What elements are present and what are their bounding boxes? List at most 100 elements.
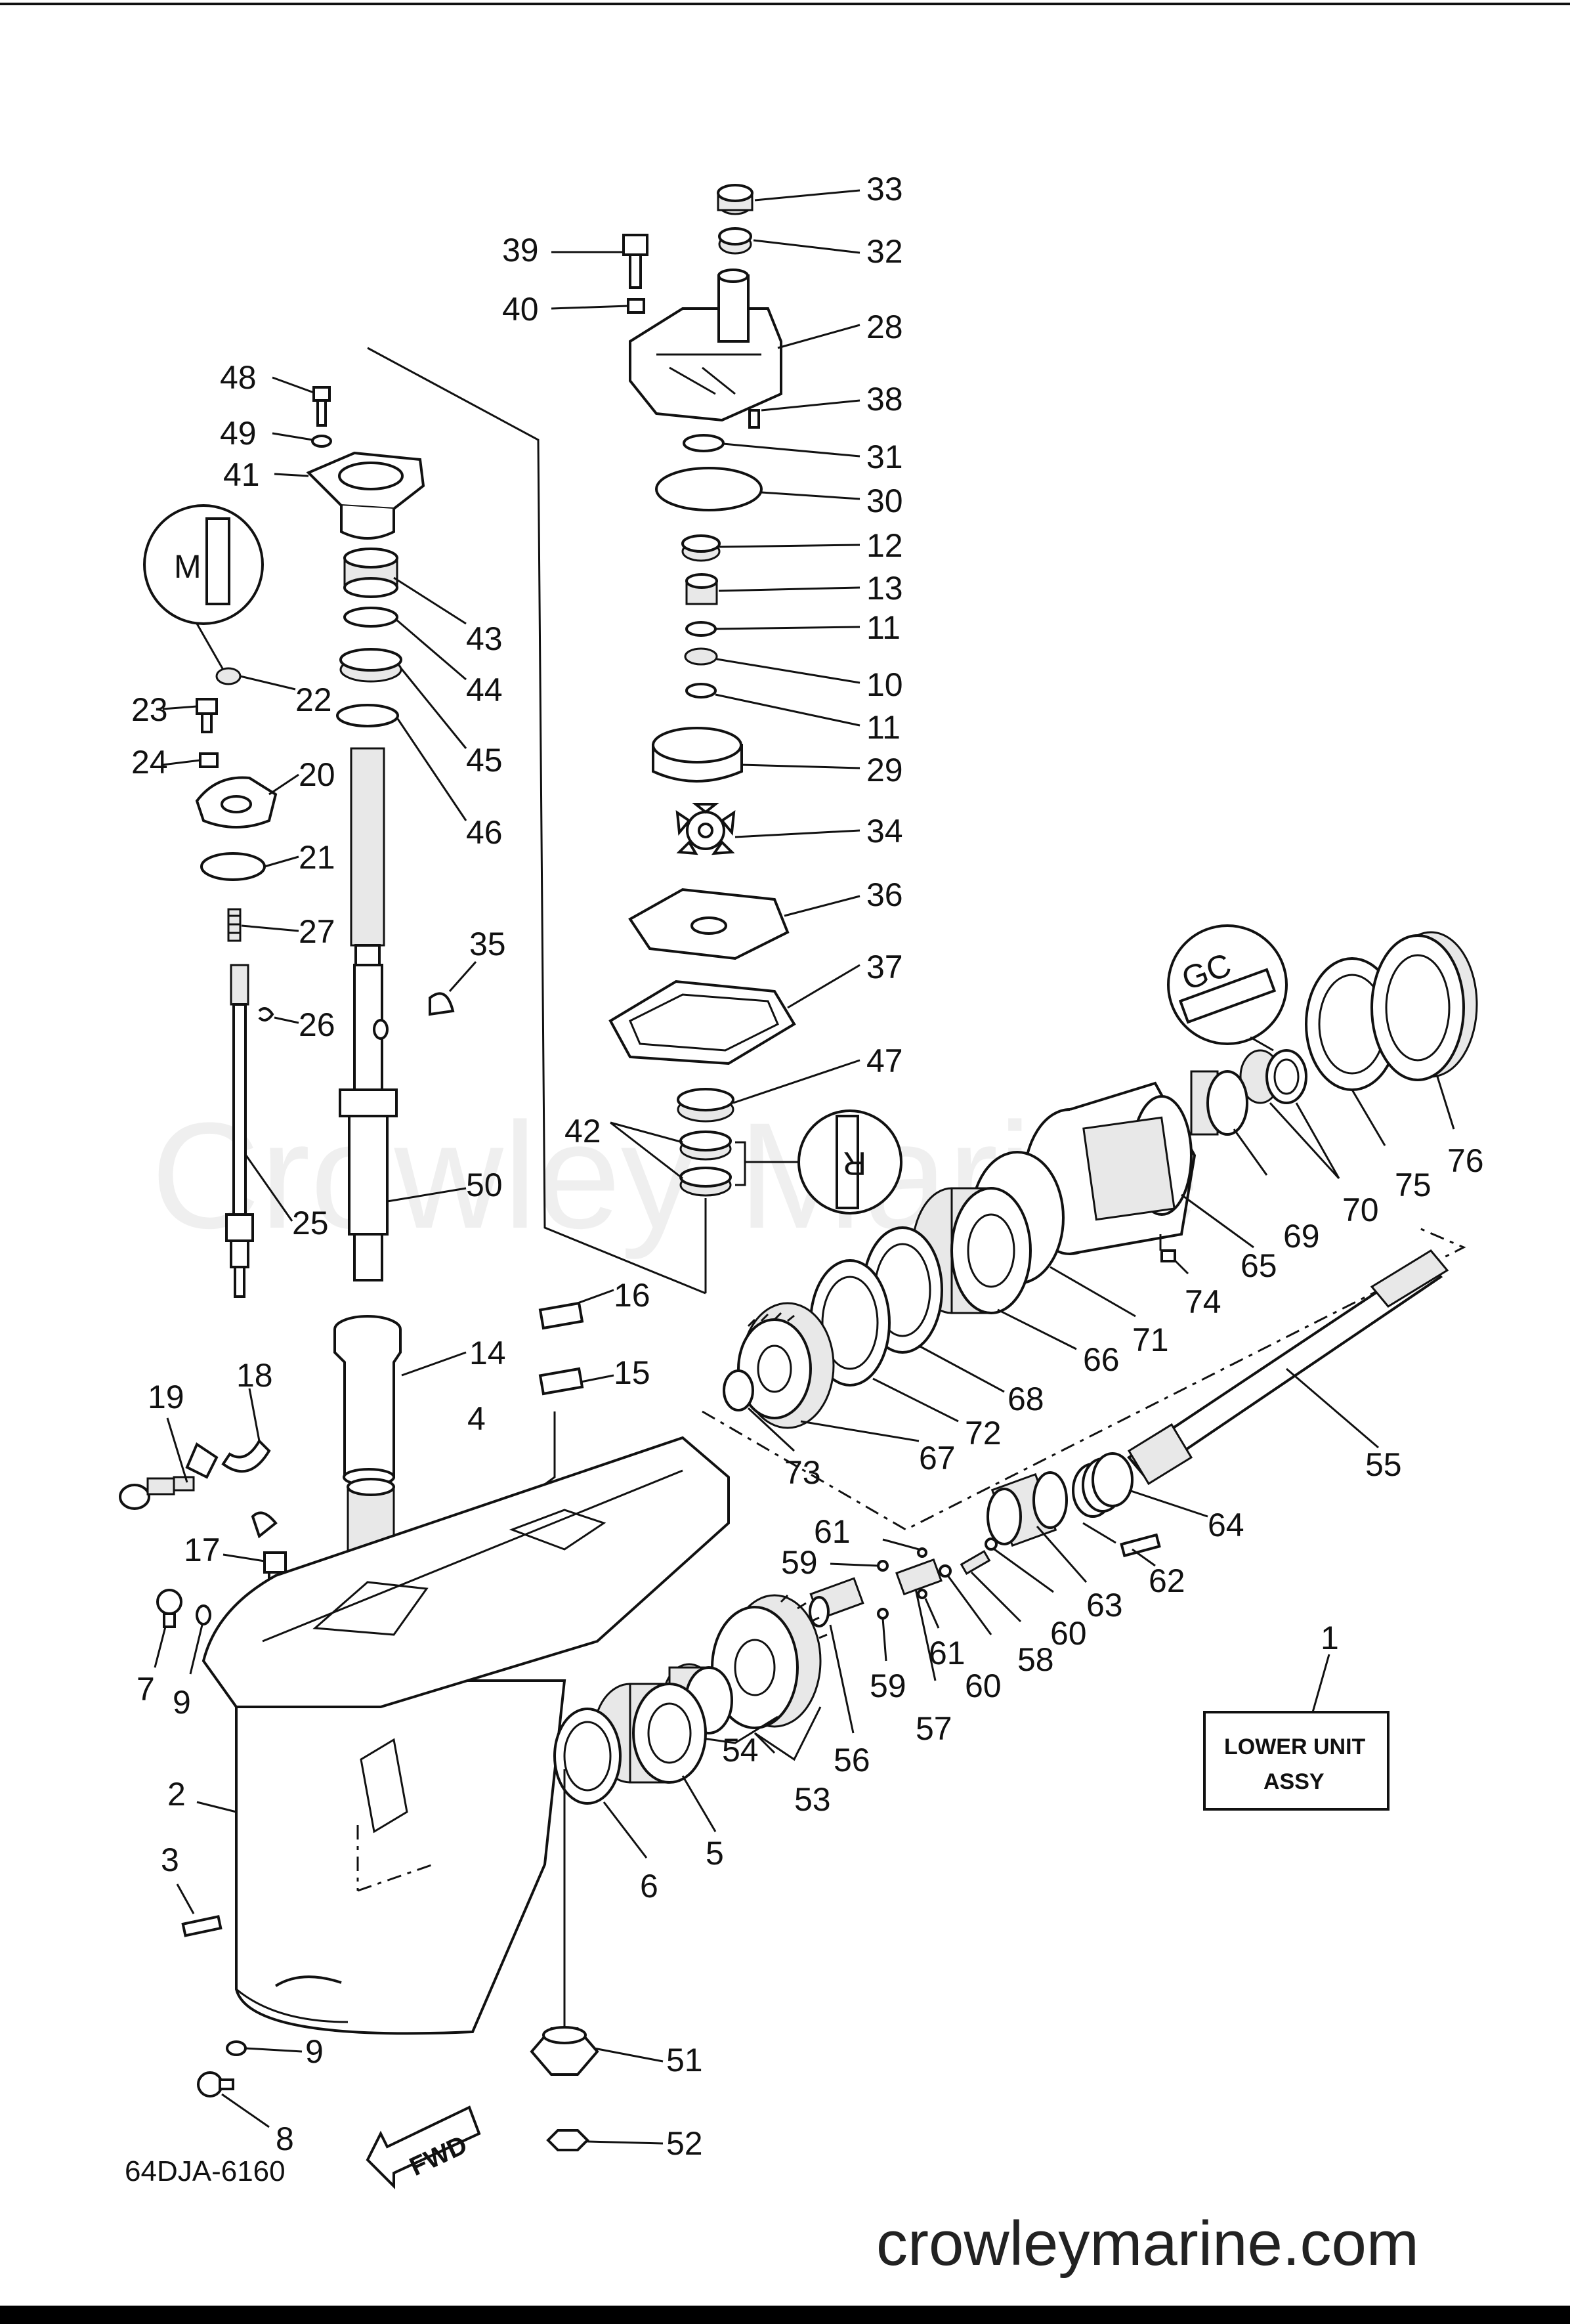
part-6-shim-inner (563, 1721, 612, 1792)
part-26-circlip (258, 1007, 274, 1022)
part-13-collar (685, 573, 718, 605)
callout-38: 38 (866, 381, 903, 418)
part-16-key (538, 1301, 584, 1330)
part-3-dowel-pin (181, 1915, 223, 1937)
callout-48: 48 (220, 359, 257, 396)
callout-47: 47 (866, 1043, 903, 1079)
part-51-pinion (530, 2026, 599, 2076)
callout-4: 4 (467, 1400, 486, 1437)
callout-9-lower: 9 (305, 2033, 324, 2070)
callout-49: 49 (220, 415, 257, 452)
callout-17: 17 (184, 1532, 221, 1568)
part-61-ball-b (917, 1589, 927, 1599)
part-35-woodruff-key (429, 992, 455, 1016)
part-15-key (538, 1367, 584, 1396)
callout-43: 43 (466, 620, 503, 657)
callout-59-lower: 59 (870, 1668, 906, 1704)
callout-20: 20 (299, 756, 335, 793)
callout-15: 15 (614, 1354, 650, 1391)
callout-14: 14 (469, 1335, 506, 1371)
callout-68: 68 (1008, 1381, 1044, 1417)
callout-25: 25 (292, 1205, 329, 1241)
callout-8: 8 (276, 2120, 294, 2157)
part-61-ball-a (917, 1547, 927, 1558)
callout-26: 26 (299, 1006, 335, 1043)
part-64-spring (1072, 1452, 1134, 1518)
callout-22: 22 (295, 681, 332, 718)
callout-11-upper: 11 (866, 609, 901, 646)
part-21-o-ring (200, 852, 266, 881)
part-5-bearing-outer-race (593, 1683, 707, 1784)
part-31-o-ring (683, 434, 725, 452)
fwd-arrow: FWD (366, 2105, 481, 2189)
part-32-grommet (718, 227, 752, 255)
part-10-seal (684, 647, 718, 666)
callout-75: 75 (1395, 1167, 1432, 1203)
callout-6: 6 (640, 1868, 658, 1904)
callout-60-lower: 60 (965, 1668, 1002, 1704)
part-30-o-ring (655, 467, 763, 511)
part-60-ball-b (939, 1564, 952, 1578)
callout-28: 28 (866, 309, 903, 345)
part-22-seal (215, 667, 242, 685)
part-29-impeller-housing (652, 727, 743, 783)
callout-76: 76 (1447, 1142, 1484, 1179)
callout-16: 16 (614, 1277, 650, 1314)
part-27-spring (227, 908, 242, 942)
svg-text:M: M (174, 548, 202, 585)
part-53-forward-gear (711, 1594, 828, 1729)
part-57-plunger (895, 1558, 943, 1596)
part-76-ring-nut (1370, 931, 1478, 1081)
callout-19: 19 (148, 1379, 184, 1415)
callout-69: 69 (1283, 1218, 1320, 1255)
part-2-lower-casing (202, 1436, 730, 2035)
callout-24: 24 (131, 744, 168, 781)
callout-60-upper: 60 (1050, 1615, 1087, 1652)
part-44-shim (343, 607, 398, 628)
part-43-bearing (343, 548, 398, 598)
part-11-washer-upper (685, 621, 717, 637)
callout-40: 40 (502, 291, 539, 328)
bottom-bar (0, 2306, 1570, 2324)
callout-35: 35 (469, 926, 506, 962)
callout-44: 44 (466, 672, 503, 708)
callout-labels: 33 32 39 40 28 38 31 30 12 13 11 10 11 2… (131, 171, 1484, 2162)
callout-58: 58 (1017, 1641, 1054, 1678)
callout-59-upper: 59 (781, 1544, 818, 1581)
part-74-pin (1160, 1249, 1176, 1262)
part-67-reverse-gear (737, 1302, 835, 1429)
inset-circle-gc: GC (1167, 924, 1288, 1052)
callout-11-lower: 11 (866, 709, 901, 746)
part-40-washer (627, 298, 645, 314)
svg-text:R: R (843, 1145, 866, 1182)
part-62-cross-pin (1120, 1533, 1161, 1558)
part-59-ball-b (877, 1608, 889, 1620)
assy-box-line1: LOWER UNIT (1224, 1734, 1366, 1759)
callout-9-upper: 9 (173, 1684, 191, 1721)
lower-unit-assy-box: LOWER UNIT ASSY (1203, 1711, 1390, 1811)
part-58-spring (960, 1550, 991, 1575)
callout-29: 29 (866, 752, 903, 788)
callout-63: 63 (1086, 1587, 1123, 1624)
callout-73: 73 (784, 1454, 821, 1491)
part-55-propeller-shaft (1127, 1249, 1449, 1486)
callout-7: 7 (137, 1671, 155, 1708)
callout-18: 18 (236, 1357, 273, 1394)
part-48-bolt (312, 386, 331, 427)
part-8-drain-screw (197, 2071, 234, 2098)
callout-32: 32 (866, 233, 903, 270)
callout-42: 42 (564, 1113, 601, 1150)
part-72-shim-inner (821, 1276, 879, 1370)
callout-71: 71 (1132, 1322, 1169, 1358)
part-12-seal (681, 534, 721, 562)
callout-50: 50 (466, 1167, 503, 1203)
callout-21: 21 (299, 839, 335, 876)
callout-74: 74 (1185, 1283, 1221, 1320)
callout-5: 5 (706, 1835, 724, 1872)
callout-13: 13 (866, 570, 903, 607)
callout-53: 53 (794, 1781, 831, 1818)
part-14-sleeve (333, 1315, 402, 1486)
callout-66: 66 (1083, 1341, 1120, 1378)
callout-34: 34 (866, 813, 903, 850)
